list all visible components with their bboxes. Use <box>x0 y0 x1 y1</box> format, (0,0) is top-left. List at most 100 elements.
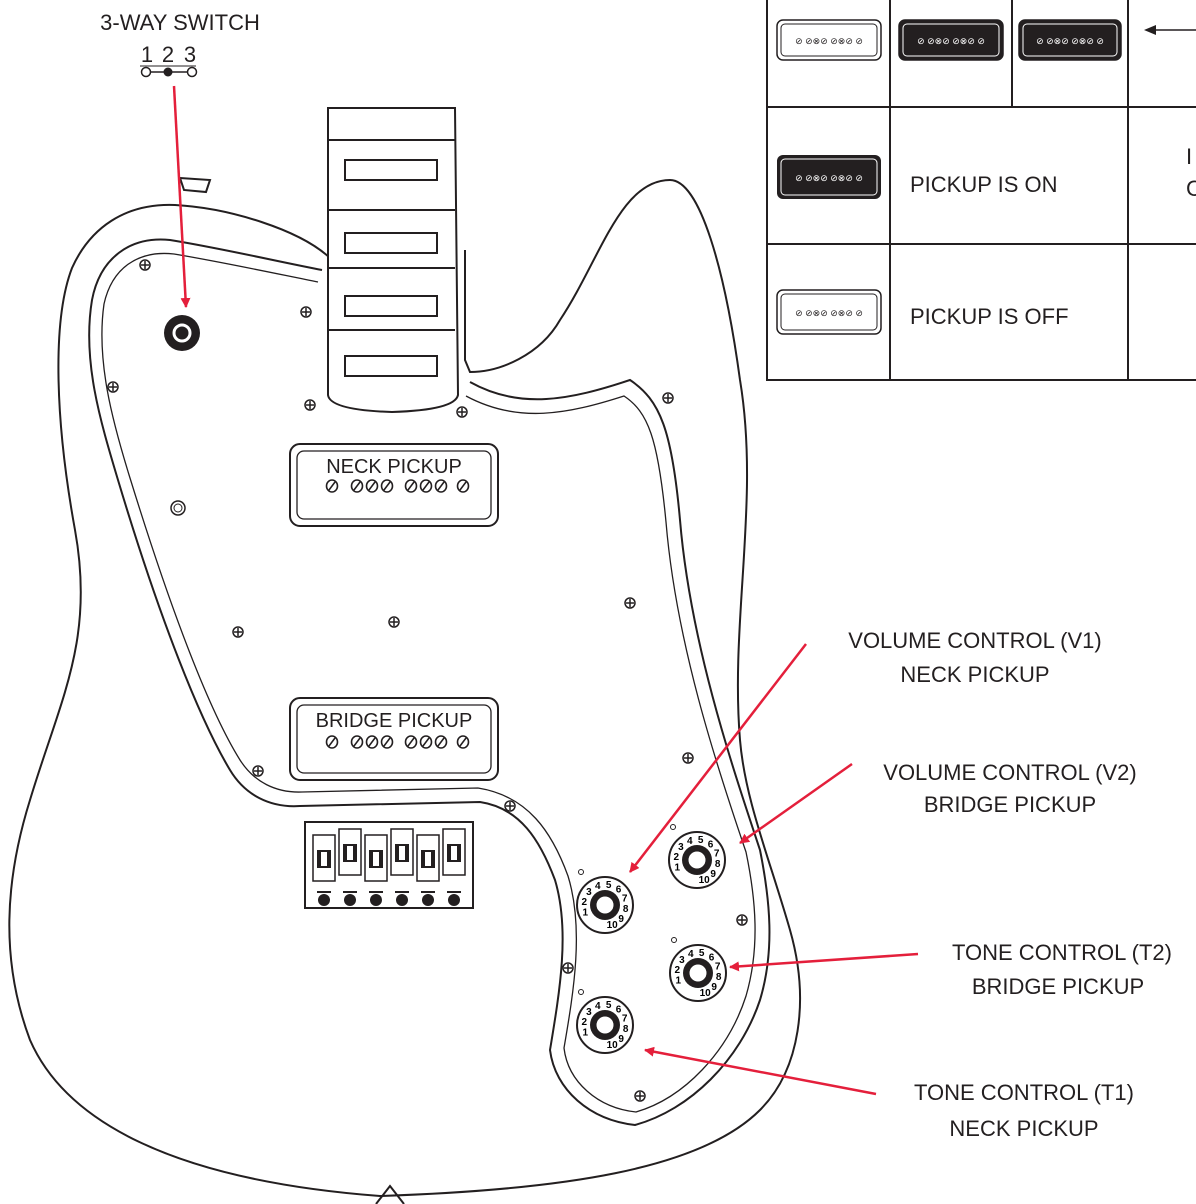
saddle-icon <box>416 834 440 906</box>
knob-number: 6 <box>708 839 714 850</box>
knob-number: 1 <box>583 908 589 919</box>
svg-text:⊘ ⊘⊗⊘ ⊘⊗⊘ ⊘: ⊘ ⊘⊗⊘ ⊘⊗⊘ ⊘ <box>795 308 863 318</box>
knob-number: 5 <box>606 1000 612 1011</box>
knob-number: 4 <box>687 836 693 847</box>
switch-position-2-icon <box>163 67 173 77</box>
knob-number: 3 <box>586 887 592 898</box>
knob-number: 8 <box>623 1024 629 1035</box>
knob-number: 1 <box>583 1028 589 1039</box>
knob-number: 3 <box>678 842 684 853</box>
pole-piece-icon <box>456 735 470 749</box>
switch-pos-1: 1 <box>141 42 153 67</box>
knob-number: 4 <box>595 881 601 892</box>
knob-number: 9 <box>618 1034 624 1045</box>
callout-v1-line1: VOLUME CONTROL (V1) <box>848 628 1101 653</box>
screw-icon <box>624 597 636 609</box>
legend-cropped-text-2: C <box>1186 176 1196 201</box>
knob-number: 2 <box>674 852 680 863</box>
switch-knob <box>164 315 200 351</box>
pole-piece-icon <box>365 735 379 749</box>
knob-number: 3 <box>586 1007 592 1018</box>
pole-piece-icon <box>434 479 448 493</box>
knob-number: 1 <box>676 976 682 987</box>
callout-v1-line2: NECK PICKUP <box>900 662 1049 687</box>
knob-number: 9 <box>711 982 717 993</box>
saddle-icon <box>390 828 414 906</box>
callout-t2-line1: TONE CONTROL (T2) <box>952 940 1172 965</box>
arrow-v2 <box>739 762 853 845</box>
knob-number: 10 <box>607 920 619 931</box>
legend-switch-off-icon: ⊘ ⊘⊗⊘ ⊘⊗⊘ ⊘ <box>776 19 882 61</box>
svg-text:⊘ ⊘⊗⊘ ⊘⊗⊘ ⊘: ⊘ ⊘⊗⊘ ⊘⊗⊘ ⊘ <box>917 36 985 46</box>
svg-text:⊘ ⊘⊗⊘ ⊘⊗⊘ ⊘: ⊘ ⊘⊗⊘ ⊘⊗⊘ ⊘ <box>795 36 863 46</box>
knob-number: 2 <box>675 965 681 976</box>
knob-number: 6 <box>616 884 622 895</box>
screw-icon <box>252 765 264 777</box>
pole-piece-icon <box>350 735 364 749</box>
knob-number: 7 <box>714 848 720 859</box>
arrow-v1 <box>629 643 807 873</box>
knob-number: 10 <box>700 988 712 999</box>
switch-pos-3: 3 <box>184 42 196 67</box>
screw-icon <box>682 752 694 764</box>
knob-number: 1 <box>675 863 681 874</box>
knob-number: 9 <box>618 914 624 925</box>
knob-number: 5 <box>698 835 704 846</box>
knob-number: 9 <box>710 869 716 880</box>
screw-icon <box>300 306 312 318</box>
arrow-t2 <box>729 952 919 972</box>
saddle-icon <box>312 834 336 906</box>
screw-icon <box>736 914 748 926</box>
screw-icon <box>232 626 244 638</box>
knob-number: 2 <box>582 897 588 908</box>
switch-label-group: 3-WAY SWITCH 1 2 3 <box>100 10 260 78</box>
screw-icon <box>456 406 468 418</box>
knob-number: 5 <box>699 948 705 959</box>
callout-v2-line1: VOLUME CONTROL (V2) <box>883 760 1136 785</box>
knob-number: 10 <box>607 1040 619 1051</box>
callout-v2-line2: BRIDGE PICKUP <box>924 792 1096 817</box>
saddle-icon <box>338 828 362 906</box>
callout-t2-line2: BRIDGE PICKUP <box>972 974 1144 999</box>
bridge-assembly <box>304 821 474 909</box>
pole-piece-icon <box>380 479 394 493</box>
knob-number: 5 <box>606 880 612 891</box>
pole-piece-icon <box>380 735 394 749</box>
callout-t1-line1: TONE CONTROL (T1) <box>914 1080 1134 1105</box>
bridge-pickup-poles <box>325 735 470 749</box>
saddle-icon <box>442 828 466 906</box>
knob-number: 10 <box>699 875 711 886</box>
guitar-body <box>8 178 801 1198</box>
switch-position-3-icon <box>186 66 198 78</box>
knob-number: 7 <box>622 1013 628 1024</box>
pole-piece-icon <box>350 479 364 493</box>
pole-piece-icon <box>434 735 448 749</box>
pole-piece-icon <box>325 479 339 493</box>
screw-icon <box>634 1090 646 1102</box>
neck-pickup: NECK PICKUP <box>289 443 499 527</box>
guitar-neck <box>327 107 460 414</box>
legend-on-icon: ⊘ ⊘⊗⊘ ⊘⊗⊘ ⊘ <box>777 155 881 199</box>
knob-number: 7 <box>715 961 721 972</box>
screw-icon <box>304 399 316 411</box>
knob-number: 4 <box>595 1001 601 1012</box>
legend-on-text: PICKUP IS ON <box>910 172 1058 197</box>
pole-piece-icon <box>419 479 433 493</box>
screw-icon <box>562 962 574 974</box>
legend-off-icon: ⊘ ⊘⊗⊘ ⊘⊗⊘ ⊘ <box>776 289 882 335</box>
svg-text:⊘ ⊘⊗⊘ ⊘⊗⊘ ⊘: ⊘ ⊘⊗⊘ ⊘⊗⊘ ⊘ <box>795 173 863 183</box>
switch-position-1-icon <box>140 66 152 78</box>
legend-switch-on-icon-b: ⊘ ⊘⊗⊘ ⊘⊗⊘ ⊘ <box>1018 19 1122 61</box>
bridge-pickup: BRIDGE PICKUP <box>289 697 499 781</box>
saddle-icon <box>364 834 388 906</box>
switch-pos-2: 2 <box>162 42 174 67</box>
pole-piece-icon <box>404 479 418 493</box>
knob-number: 3 <box>679 955 685 966</box>
knob-number: 2 <box>582 1017 588 1028</box>
pickup-legend-table: ⊘ ⊘⊗⊘ ⊘⊗⊘ ⊘ ⊘ ⊘⊗⊘ ⊘⊗⊘ ⊘ ⊘ ⊘⊗⊘ ⊘⊗⊘ ⊘ ⊘ ⊘⊗… <box>766 0 1196 381</box>
neck-pickup-poles <box>325 479 470 493</box>
screw-icon <box>388 616 400 628</box>
